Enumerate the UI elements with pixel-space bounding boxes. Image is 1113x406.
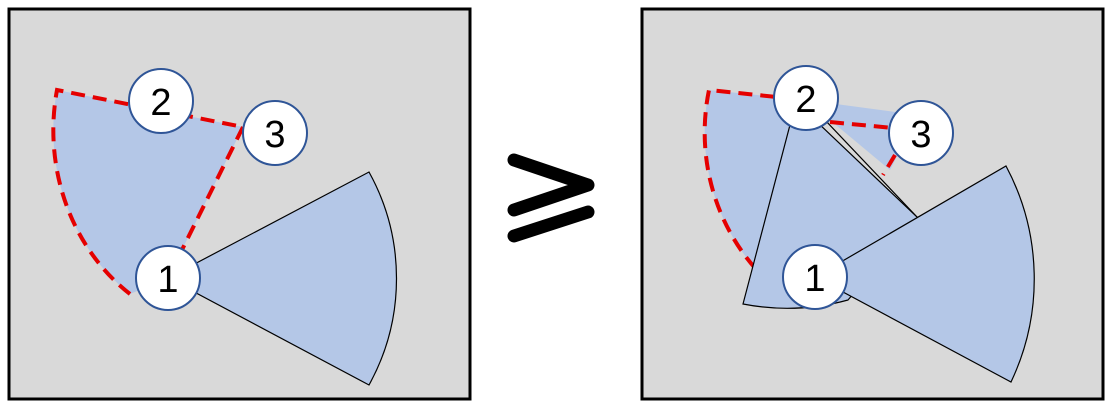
right-node-2: 2: [773, 65, 839, 131]
left-node-2-circle: [128, 68, 194, 134]
right-node-3: 3: [888, 100, 954, 166]
right-node-1-circle: [782, 244, 848, 310]
greater-equal-chevron: [507, 153, 595, 217]
right-dashed-boundary-right: [829, 120, 897, 177]
left-node-1: 1: [135, 245, 201, 311]
left-node-1-circle: [135, 245, 201, 311]
right-panel: 1 2 3: [640, 7, 1105, 401]
right-sector-node-1: [813, 165, 1035, 383]
greater-equal-underline: [507, 205, 595, 243]
left-node-3-label: 3: [264, 114, 285, 156]
left-panel: 1 2 3: [7, 7, 472, 401]
left-sector-node-1: [166, 171, 398, 386]
left-node-2: 2: [128, 68, 194, 134]
right-node-1: 1: [782, 244, 848, 310]
right-node-2-circle: [773, 65, 839, 131]
right-sector-node-2-lobe: [704, 90, 806, 268]
right-node-3-circle: [888, 100, 954, 166]
right-node-2-label: 2: [795, 79, 816, 121]
left-node-2-label: 2: [150, 82, 171, 124]
greater-equal-symbol: ≥: [507, 153, 595, 243]
left-node-1-label: 1: [157, 259, 178, 301]
left-sector-node-2: [53, 90, 243, 294]
right-dashed-boundary-left: [702, 87, 807, 270]
left-node-3-circle: [242, 100, 308, 166]
right-node-3-label: 3: [910, 114, 931, 156]
right-sector-node-3: [806, 100, 918, 170]
left-node-3: 3: [242, 100, 308, 166]
right-node-1-label: 1: [804, 258, 825, 300]
